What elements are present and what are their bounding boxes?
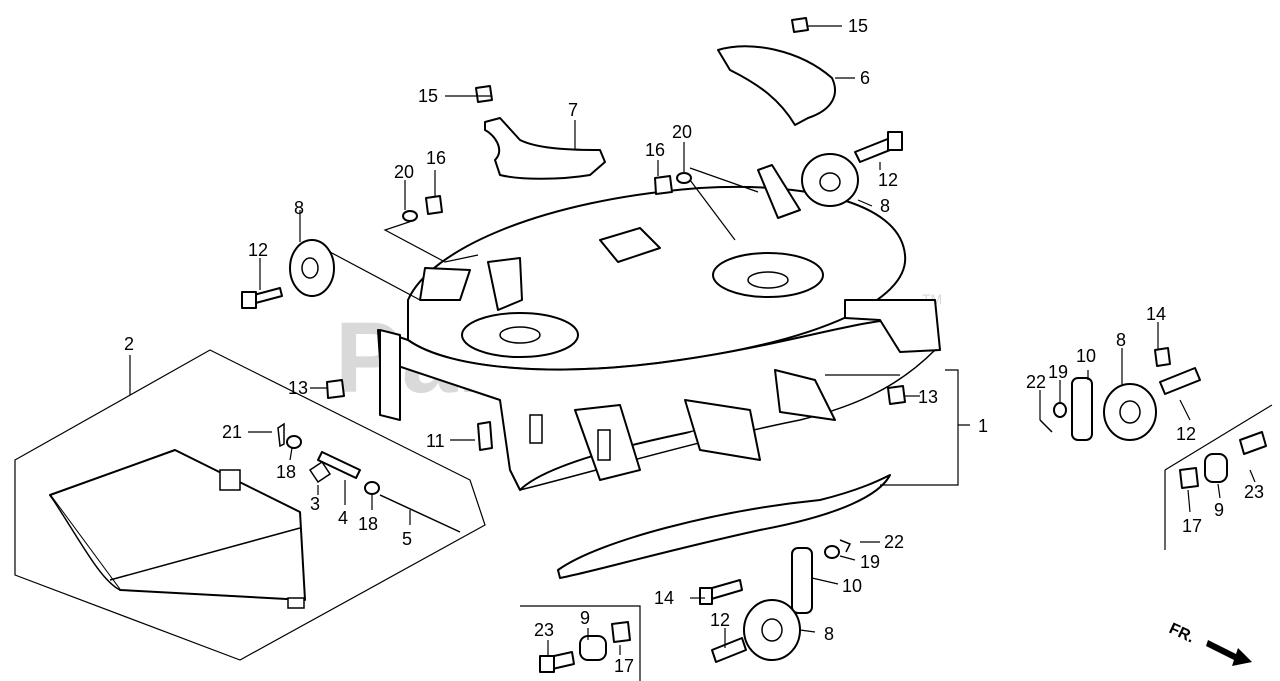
callout-19: 19 [1048, 362, 1068, 382]
callout-12: 12 [1176, 424, 1196, 444]
callout-4: 4 [338, 508, 348, 528]
callout-10: 10 [842, 576, 862, 596]
cotter-pin-22-bottom [839, 539, 852, 553]
callout-23: 23 [534, 620, 554, 640]
callout-1: 1 [978, 416, 988, 436]
front-guard-plate [557, 474, 891, 579]
callout-15: 15 [848, 16, 868, 36]
callout-7: 7 [568, 100, 578, 120]
collar-9-right [1204, 453, 1228, 483]
callout-23: 23 [1244, 482, 1264, 502]
nut-15-left [475, 85, 493, 103]
deck-stay-bracket [484, 117, 606, 180]
callout-10: 10 [1076, 346, 1096, 366]
wheel-8-right [1103, 383, 1157, 441]
callout-20: 20 [672, 122, 692, 142]
plate-10-right [1071, 377, 1093, 441]
callout-22: 22 [884, 532, 904, 552]
wheel-8-top-right [801, 153, 859, 207]
callout-8: 8 [1116, 330, 1126, 350]
callout-8: 8 [824, 624, 834, 644]
right-group-border [1164, 404, 1273, 550]
bolt-23-bottom [539, 651, 575, 673]
discharge-chute-assembly [14, 349, 486, 661]
callout-13: 13 [288, 378, 308, 398]
callout-16: 16 [426, 148, 446, 168]
callout-8: 8 [880, 196, 890, 216]
callout-labels: 15 6 15 7 16 20 20 16 12 8 8 12 2 13 13 … [124, 16, 1264, 676]
leader-lines [248, 25, 1256, 655]
nut-13-left [326, 379, 345, 399]
nut-15-top [791, 17, 809, 33]
bolt-12-right [1159, 367, 1201, 395]
callout-9: 9 [1214, 500, 1224, 520]
front-label: FR. [1166, 620, 1197, 646]
callout-12: 12 [248, 240, 268, 260]
callout-17: 17 [614, 656, 634, 676]
nut-17-right [1179, 467, 1199, 489]
nut-16-left [425, 195, 443, 215]
callout-16: 16 [645, 140, 665, 160]
bolt-12-left [241, 287, 283, 309]
callout-11: 11 [426, 431, 445, 451]
nut-13-right [887, 385, 906, 405]
spring-3 [308, 460, 332, 484]
washer-18-lower [364, 481, 380, 495]
belt-cover [717, 45, 836, 126]
front-direction-indicator: FR. [1166, 620, 1252, 666]
callout-14: 14 [1146, 304, 1166, 324]
callout-3: 3 [310, 494, 320, 514]
callout-14: 14 [654, 588, 674, 608]
callout-5: 5 [402, 529, 412, 549]
callout-15: 15 [418, 86, 438, 106]
bolt-23-right [1239, 431, 1267, 455]
cotter-pin-22-right [1039, 419, 1053, 433]
callout-18: 18 [358, 514, 378, 534]
spring-4 [317, 451, 361, 479]
callout-2: 2 [124, 334, 134, 354]
plate-10-bottom [791, 547, 813, 614]
nut-16-right [654, 175, 673, 195]
collar-9-bottom [579, 635, 607, 661]
wheel-8-bottom [743, 599, 801, 661]
bolt-12-top-right [854, 131, 903, 163]
callout-19: 19 [860, 552, 880, 572]
callout-8: 8 [294, 198, 304, 218]
bolt-14-right [1154, 347, 1171, 367]
washer-20-right [676, 172, 692, 184]
washer-18-upper [286, 435, 302, 449]
bolt-12-bottom [711, 637, 747, 663]
callout-12: 12 [878, 170, 898, 190]
callout-13: 13 [918, 387, 938, 407]
nut-17-bottom [611, 621, 631, 643]
callout-18: 18 [276, 462, 296, 482]
callout-17: 17 [1182, 516, 1202, 536]
rod-5 [379, 494, 461, 533]
callout-21: 21 [222, 422, 242, 442]
bolt-11 [477, 421, 493, 451]
callout-6: 6 [860, 68, 870, 88]
wheel-8-left [289, 239, 335, 297]
callout-12: 12 [710, 610, 730, 630]
front-arrow-icon [1206, 640, 1252, 666]
callout-9: 9 [580, 608, 590, 628]
washer-20-left [402, 210, 418, 222]
washer-19-bottom [824, 545, 840, 559]
bolt-14-bottom [699, 579, 743, 605]
pin-21 [277, 422, 285, 448]
mower-deck-housing [377, 164, 941, 491]
washer-19-right [1053, 402, 1067, 418]
bottom-group-border [520, 605, 641, 681]
callout-20: 20 [394, 162, 414, 182]
callout-22: 22 [1026, 372, 1046, 392]
